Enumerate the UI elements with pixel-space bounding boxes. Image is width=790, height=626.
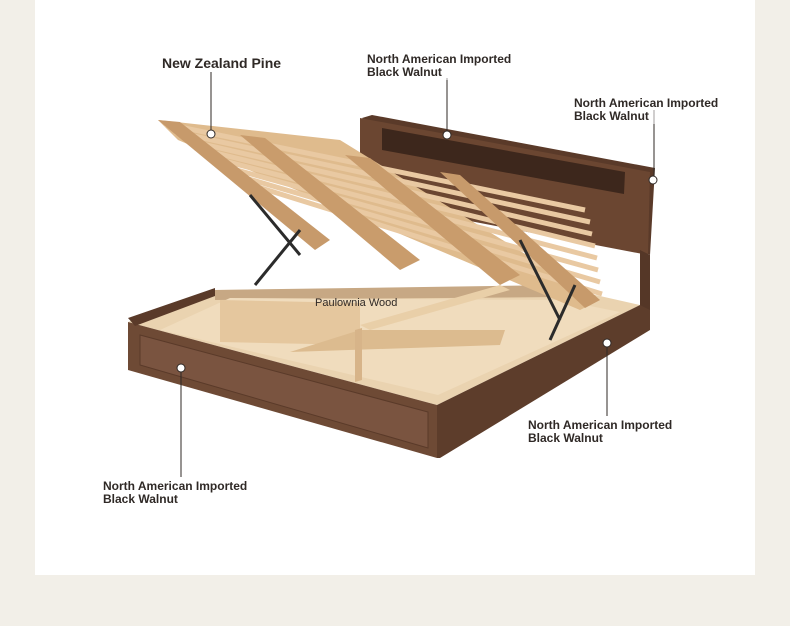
label-headboard-side-walnut: North American Imported Black Walnut (572, 96, 721, 124)
label-side-rail-walnut: North American Imported Black Walnut (526, 418, 675, 446)
bed-frame (128, 285, 650, 458)
slat-platform (158, 120, 603, 341)
label-new-zealand-pine: New Zealand Pine (160, 55, 284, 71)
label-headboard-walnut: North American Imported Black Walnut (365, 52, 514, 80)
label-front-rail-walnut: North American Imported Black Walnut (101, 479, 250, 507)
label-paulownia-wood: Paulownia Wood (315, 297, 398, 309)
